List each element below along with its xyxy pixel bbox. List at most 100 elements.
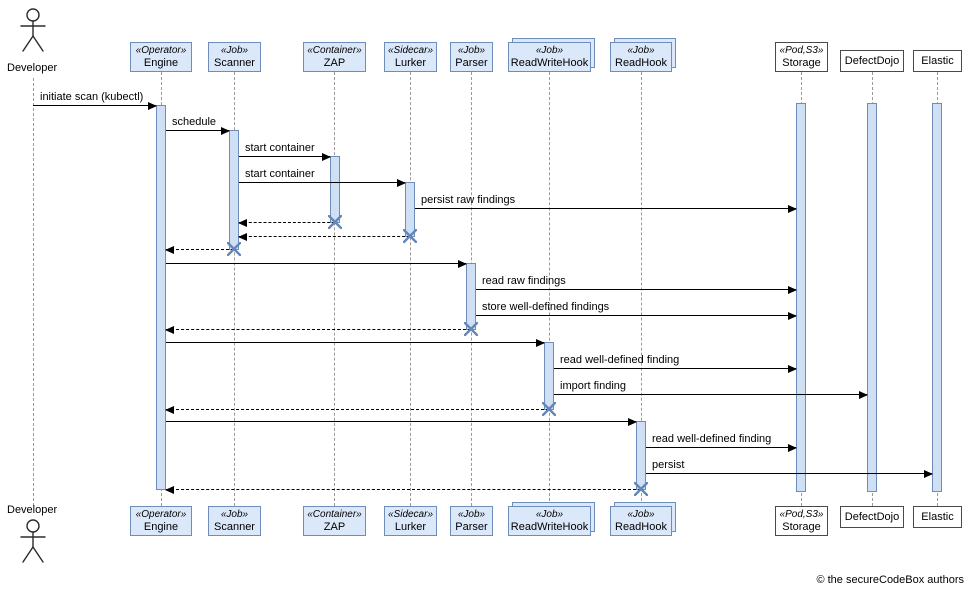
activation-engine [156,105,166,490]
activation-readhook [636,421,646,490]
arrowhead-icon [148,102,157,110]
participant-engine-top: «Operator» Engine [130,42,192,72]
participant-readwritehook-top: «Job» ReadWriteHook [508,42,591,72]
participant-name: Parser [455,521,488,533]
copyright-text: © the secureCodeBox authors [816,574,964,586]
participant-storage-top: «Pod,S3» Storage [775,42,828,72]
destroy-icon-lurker [403,229,417,243]
msg-read-finding-rw-label: read well-defined finding [560,354,680,366]
participant-readhook-bottom: «Job» ReadHook [610,506,672,536]
msg-store-findings-line [476,312,797,320]
stereotype-label: «Job» [535,509,564,520]
activation-zap [330,156,340,223]
arrowhead-icon [165,326,174,334]
destroy-icon-readwritehook [542,402,556,416]
participant-name: Parser [455,57,488,69]
arrowhead-icon [165,486,174,494]
participant-name: Engine [143,57,179,69]
msg-return-readwritehook-line [165,406,549,414]
participant-elastic-top: Elastic [913,50,962,72]
arrowhead-icon [788,205,797,213]
stereotype-label: «Operator» [135,45,187,56]
lifeline-lurker [410,72,411,506]
participant-name: ReadWriteHook [510,57,589,69]
msg-persist-label: persist [652,459,685,471]
destroy-icon-readhook [634,482,648,496]
stereotype-label: «Job» [627,509,655,520]
participant-name: Scanner [214,521,255,533]
participant-scanner-bottom: «Job» Scanner [208,506,261,536]
participant-elastic-bottom: Elastic [913,506,962,528]
participant-name: ReadHook [615,57,667,69]
stereotype-label: «Container» [307,45,362,56]
stereotype-label: «Job» [535,45,564,56]
participant-readwritehook-bottom: «Job» ReadWriteHook [508,506,591,536]
arrowhead-icon [628,418,637,426]
participant-name: Elastic [921,510,954,523]
msg-schedule-line [166,127,230,135]
activation-defectdojo [867,103,877,492]
stereotype-label: «Operator» [135,509,187,520]
msg-start-container-lurker-line [239,179,406,187]
msg-read-raw-findings-label: read raw findings [482,275,566,287]
participant-engine-bottom: «Operator» Engine [130,506,192,536]
participant-name: ReadHook [615,521,667,533]
participant-name: Elastic [921,54,954,67]
participant-parser-top: «Job» Parser [450,42,493,72]
lifeline-zap [334,72,335,506]
activation-storage [796,103,806,492]
msg-start-parser-line [166,260,467,268]
msg-return-lurker-line [238,233,410,241]
lifeline-developer [33,78,34,506]
activation-readwritehook [544,342,554,410]
msg-schedule-label: schedule [172,116,217,128]
msg-start-container-zap-label: start container [245,142,315,154]
developer-actor-icon-top [20,8,46,52]
stereotype-label: «Pod,S3» [779,45,824,56]
msg-import-finding-line [554,391,868,399]
destroy-icon-zap [328,215,342,229]
msg-return-parser-line [165,326,471,334]
participant-name: ZAP [323,521,346,533]
participant-defectdojo-top: DefectDojo [840,50,904,72]
arrowhead-icon [859,391,868,399]
arrowhead-icon [322,153,331,161]
arrowhead-icon [221,127,230,135]
msg-initiate-scan-line [33,102,157,110]
arrowhead-icon [788,365,797,373]
msg-read-finding-rh-label: read well-defined finding [652,433,772,445]
participant-parser-bottom: «Job» Parser [450,506,493,536]
participant-storage-bottom: «Pod,S3» Storage [775,506,828,536]
participant-name: ReadWriteHook [510,521,589,533]
stereotype-label: «Job» [457,509,486,520]
participant-lurker-top: «Sidecar» Lurker [384,42,437,72]
msg-return-zap-line [238,219,335,227]
participant-name: Scanner [214,57,255,69]
msg-return-readhook-line [165,486,641,494]
participant-name: Storage [782,57,821,69]
msg-start-readhook-line [166,418,637,426]
activation-scanner [229,130,239,250]
destroy-icon-scanner [227,242,241,256]
participant-readhook-top: «Job» ReadHook [610,42,672,72]
participant-name: DefectDojo [844,54,900,67]
participant-zap-top: «Container» ZAP [303,42,366,72]
developer-label-top: Developer [7,62,58,74]
msg-read-finding-rh-line [646,444,797,452]
arrowhead-icon [788,444,797,452]
stereotype-label: «Container» [307,509,362,520]
stereotype-label: «Job» [457,45,486,56]
msg-persist-raw-findings-label: persist raw findings [421,194,516,206]
stereotype-label: «Sidecar» [387,509,434,520]
participant-name: Storage [782,521,821,533]
msg-read-raw-findings-line [476,286,797,294]
participant-lurker-bottom: «Sidecar» Lurker [384,506,437,536]
arrowhead-icon [788,312,797,320]
arrowhead-icon [924,470,933,478]
stereotype-label: «Sidecar» [387,45,434,56]
participant-name: Lurker [394,521,427,533]
msg-persist-raw-findings-line [415,205,797,213]
arrowhead-icon [165,246,174,254]
msg-store-findings-label: store well-defined findings [482,301,610,313]
